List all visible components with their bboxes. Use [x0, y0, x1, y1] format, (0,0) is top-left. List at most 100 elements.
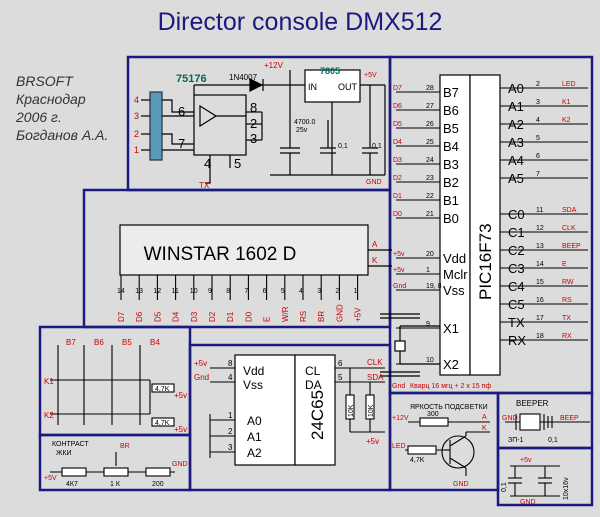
keys-wires	[50, 345, 175, 427]
pic-right-pin-name: C4	[508, 279, 525, 294]
conn-pin-3: 3	[134, 111, 139, 121]
pic-left-pin-name: Vss	[443, 283, 465, 298]
eeprom-num-6: 6	[338, 359, 343, 368]
pic-left-pin-number: 22	[426, 193, 434, 200]
lcd-a-label: A	[372, 240, 378, 249]
pic-left-pin-name: B7	[443, 85, 459, 100]
pic-right-pin-name: C3	[508, 261, 525, 276]
lcd-pin-number: 9	[208, 288, 212, 295]
eeprom-cl: CL	[305, 364, 321, 378]
pic-right-pin-name: A5	[508, 171, 524, 186]
frames	[38, 55, 594, 507]
conn-pin-1: 1	[134, 145, 139, 155]
key-res-labels: 4,7K 4,7K	[155, 386, 170, 427]
lcd-pin-number: 6	[263, 288, 267, 295]
pic-left-signal: D4	[393, 139, 402, 146]
contrast-br: BR	[120, 443, 130, 450]
eeprom-res-2: 10K	[368, 404, 375, 417]
pin-7: 7	[178, 136, 185, 151]
key-col-labels: B7 B6 B5 B4 K1 K2 +5v +5v	[44, 338, 187, 434]
pic-right-pin-name: C2	[508, 243, 525, 258]
author-line-2: Краснодар	[16, 91, 86, 107]
eeprom-name: 24C65	[308, 390, 327, 440]
pin-3: 3	[250, 131, 257, 146]
lcd-pin-number: 7	[244, 288, 248, 295]
lcd-pin-number: 1	[354, 288, 358, 295]
crystal	[380, 313, 440, 377]
eeprom-gnd: Gnd	[194, 373, 209, 382]
eeprom-vcc2: +5v	[366, 437, 379, 446]
key-vcc-2: +5v	[174, 425, 187, 434]
backlight-res2: 4,7K	[410, 457, 425, 464]
lcd-pin-label: D4	[172, 311, 181, 322]
eeprom-body-right	[294, 354, 336, 466]
pin-8: 8	[250, 100, 257, 115]
pic-right-pin-name: A1	[508, 99, 524, 114]
eeprom-num-3: 3	[228, 443, 233, 452]
pic-right-pin-number: 14	[536, 261, 544, 268]
pic-left-pins: B728D7B627D6B526D5B425D4B324D3B223D2B122…	[393, 85, 468, 372]
pic-left-signal: +5v	[393, 251, 405, 258]
pic-left-pin-name: X2	[443, 357, 459, 372]
pic-right-signal: RX	[562, 333, 572, 340]
pic-left-pin-number: 28	[426, 85, 434, 92]
quartz-note: Кварц 16 мгц + 2 х 15 пф	[410, 383, 491, 390]
pic-left-signal: D3	[393, 157, 402, 164]
contrast-wires	[50, 452, 175, 477]
lcd-pin-label: +5V	[354, 307, 363, 322]
lcd-pin-number: 5	[281, 288, 285, 295]
backlight-led: LED	[392, 443, 406, 450]
lcd-pin-number: 4	[299, 288, 303, 295]
lcd-pin-label: D1	[226, 311, 235, 322]
pic-left-pin-name: X1	[443, 321, 459, 336]
eeprom-wires	[209, 367, 385, 458]
connector-block	[149, 91, 163, 161]
backlight-res1: 300	[427, 411, 439, 418]
key-col-b5: B5	[122, 338, 132, 347]
pic-right-signal: RS	[562, 297, 572, 304]
chip-75176-label: 75176	[176, 73, 207, 85]
pic-right-pin-number: 12	[536, 225, 544, 232]
lcd-pin-label: E	[263, 317, 272, 322]
pic-left-pin-name: B6	[443, 103, 459, 118]
lcd-pin-number: 8	[226, 288, 230, 295]
lcd-pin-label: W/R	[281, 306, 290, 322]
pic-left-pin-number: 9	[426, 321, 430, 328]
pic-right-pin-number: 3	[536, 99, 540, 106]
lcd-pin-number: 10	[190, 288, 198, 295]
bypass-cap: 0,1	[501, 482, 508, 492]
eeprom-num-4: 4	[228, 373, 233, 382]
lcd-pin-number: 2	[335, 288, 339, 295]
bypass-elec: 10х16v	[563, 477, 570, 500]
pin-2: 2	[250, 116, 257, 131]
pic-left-pin-number: 21	[426, 211, 434, 218]
contrast-title-1: КОНТРАСТ	[52, 441, 89, 448]
conn-pin-4: 4	[134, 95, 139, 105]
lcd-pin-number: 14	[117, 288, 125, 295]
pic-left-signal: +5v	[393, 267, 405, 274]
lcd-name: WINSTAR 1602 D	[144, 244, 297, 265]
pic-right-pin-number: 2	[536, 81, 540, 88]
regulator-label: 7805	[320, 66, 340, 76]
bypass-frame	[496, 446, 594, 507]
eeprom-a2: A2	[247, 446, 262, 460]
page-title: Director console DMX512	[158, 8, 443, 36]
pic-right-pin-number: 18	[536, 333, 544, 340]
lcd-pin-label: D7	[117, 311, 126, 322]
pin-5: 5	[234, 156, 241, 171]
pic-right-pin-name: A0	[508, 81, 524, 96]
backlight-wires	[405, 417, 490, 476]
author-block: BRSOFT Краснодар 2006 г. Богданов А.А.	[15, 73, 108, 143]
chip-75176-pins: 6 7 8 2 3 4 5	[178, 100, 257, 171]
pic-right-pin-number: 13	[536, 243, 544, 250]
backlight-a: A	[482, 414, 487, 421]
gnd-label-driver: GND	[366, 179, 382, 186]
lcd-pin-number: 3	[317, 288, 321, 295]
bypass-wires	[508, 465, 560, 497]
pin-6: 6	[178, 104, 185, 119]
pic-left-signal: Gnd	[393, 283, 406, 290]
cap-big-label: 4700.0	[294, 119, 316, 126]
pic-left-pin-name: B0	[443, 211, 459, 226]
eeprom-clk: CLK	[367, 358, 383, 367]
